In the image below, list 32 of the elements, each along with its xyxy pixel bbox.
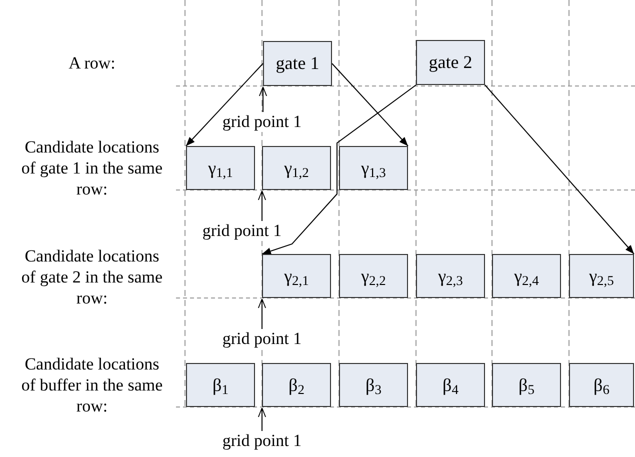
location-box: γ$_{2,5}$ <box>569 254 634 298</box>
leader-arrow <box>258 298 266 330</box>
row-label: A row: <box>68 52 116 74</box>
location-box: β$_{4}$ <box>416 363 485 407</box>
location-box: gate 1 <box>263 41 332 86</box>
grid-point-label: grid point 1 <box>220 329 304 349</box>
location-box: gate 2 <box>416 40 485 85</box>
location-box: γ$_{2,2}$ <box>339 254 408 298</box>
arrow <box>332 63 408 146</box>
location-box: γ$_{1,1}$ <box>186 146 255 190</box>
leader-arrow <box>258 190 266 222</box>
location-box: γ$_{1,2}$ <box>262 146 331 190</box>
location-box: γ$_{2,4}$ <box>492 254 561 298</box>
location-box: β$_{3}$ <box>339 363 408 407</box>
grid-point-label: grid point 1 <box>220 431 304 451</box>
leader-arrow <box>258 408 266 432</box>
leader-arrow <box>258 86 268 112</box>
row-label: Candidate locations of buffer in the same row: <box>20 354 164 416</box>
row-label: Candidate locations of gate 1 in the same row: <box>20 136 164 200</box>
location-box: β$_{5}$ <box>492 363 561 407</box>
location-box: β$_{6}$ <box>569 363 634 407</box>
arrow <box>262 84 416 255</box>
row-label: Candidate locations of gate 2 in the same row: <box>20 246 164 308</box>
arrow <box>186 63 264 146</box>
location-box: β$_{1}$ <box>186 363 255 407</box>
location-box: γ$_{2,1}$ <box>262 254 331 298</box>
location-box: γ$_{2,3}$ <box>416 254 485 298</box>
location-box: γ$_{1,3}$ <box>339 146 408 190</box>
location-box: β$_{2}$ <box>262 363 331 407</box>
grid-point-label: grid point 1 <box>220 112 304 132</box>
arrow <box>484 84 634 254</box>
grid-point-label: grid point 1 <box>200 221 284 241</box>
